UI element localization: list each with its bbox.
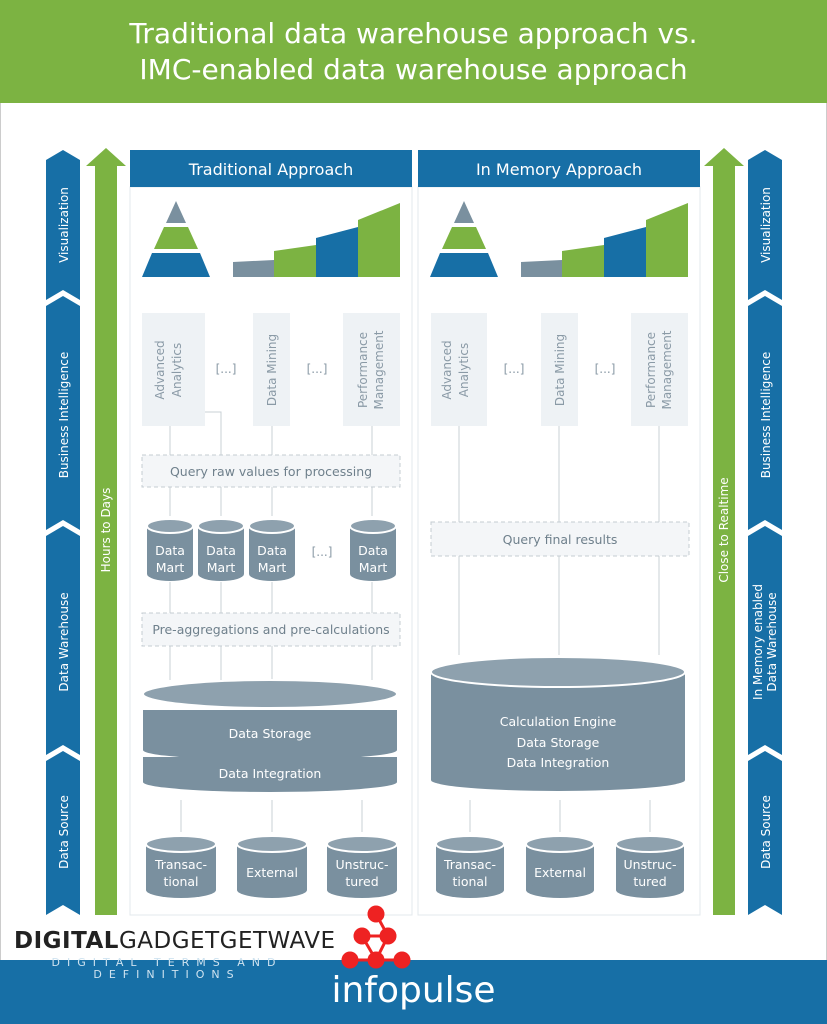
query-raw-values: Query raw values for processing: [170, 464, 372, 479]
svg-text:Transac-: Transac-: [154, 857, 207, 872]
svg-text:tional: tional: [452, 874, 487, 889]
data-storage-label: Data Storage: [517, 735, 600, 750]
watermark-text: DIGITALGADGETGETWAVE: [14, 928, 336, 954]
in-memory-panel: In Memory Approach Advanced Analytics [.…: [417, 150, 701, 916]
layer-data-source: Data Source: [759, 795, 773, 869]
ellipsis: [...]: [312, 545, 333, 559]
ellipsis: [...]: [504, 362, 525, 376]
ellipsis: [...]: [216, 362, 237, 376]
data-warehouse-cylinder: Data Storage Data Integration: [142, 679, 398, 792]
svg-text:Transac-: Transac-: [443, 857, 496, 872]
svg-text:Unstruc-: Unstruc-: [336, 857, 389, 872]
layer-data-source: Data Source: [57, 795, 71, 869]
layer-business-intelligence: Business Intelligence: [57, 352, 71, 479]
title-line-2: IMC-enabled data warehouse approach: [139, 53, 688, 86]
layer-data-warehouse: Data Warehouse: [57, 592, 71, 691]
svg-text:Data: Data: [155, 543, 185, 558]
hours-to-days-label: Hours to Days: [99, 488, 113, 573]
footer-brand: infopulse: [331, 970, 496, 1011]
calculation-engine-label: Calculation Engine: [500, 714, 617, 729]
layer-in-memory-dw-1: In Memory enabled: [751, 584, 765, 700]
traditional-panel: Traditional Approach Advanced Analytics …: [129, 150, 413, 916]
watermark-network-icon: [341, 905, 411, 969]
data-integration-label: Data Integration: [219, 766, 322, 781]
svg-text:Unstruc-: Unstruc-: [624, 857, 677, 872]
app-performance-management-1: Performance: [356, 332, 370, 408]
app-performance-management-2: Management: [372, 330, 386, 409]
app-data-mining: Data Mining: [553, 334, 567, 406]
growth-bars-icon: [233, 203, 400, 277]
layer-business-intelligence: Business Intelligence: [759, 352, 773, 479]
pyramid-icon: [142, 201, 210, 277]
ellipsis: [...]: [595, 362, 616, 376]
svg-text:tured: tured: [345, 874, 378, 889]
svg-text:Data: Data: [358, 543, 388, 558]
in-memory-cylinder: Calculation Engine Data Storage Data Int…: [430, 656, 686, 791]
ellipsis: [...]: [307, 362, 328, 376]
svg-text:External: External: [246, 865, 298, 880]
right-ribbon: Visualization Business Intelligence In M…: [748, 150, 782, 915]
traditional-title: Traditional Approach: [188, 160, 353, 179]
source-external: External: [525, 835, 595, 898]
app-advanced-analytics-2: Analytics: [170, 343, 184, 398]
app-advanced-analytics-1: Advanced: [153, 340, 167, 399]
svg-text:Mart: Mart: [258, 560, 287, 575]
svg-text:Mart: Mart: [156, 560, 185, 575]
app-data-mining: Data Mining: [265, 334, 279, 406]
svg-text:Mart: Mart: [359, 560, 388, 575]
app-advanced-analytics-1: Advanced: [440, 340, 454, 399]
growth-bars-icon: [521, 203, 688, 277]
app-performance-management-2: Management: [660, 330, 674, 409]
right-time-arrow: Close to Realtime: [704, 148, 744, 915]
layer-visualization: Visualization: [759, 187, 773, 263]
svg-text:Data: Data: [206, 543, 236, 558]
page-header: Traditional data warehouse approach vs. …: [0, 0, 827, 103]
footer-band: infopulse: [0, 960, 827, 1024]
left-ribbon: Visualization Business Intelligence Data…: [46, 150, 80, 915]
svg-text:External: External: [534, 865, 586, 880]
query-final-results: Query final results: [503, 532, 618, 547]
pyramid-icon: [430, 201, 498, 277]
svg-text:tured: tured: [633, 874, 666, 889]
close-to-realtime-label: Close to Realtime: [717, 477, 731, 582]
layer-visualization: Visualization: [57, 187, 71, 263]
svg-text:Mart: Mart: [207, 560, 236, 575]
app-performance-management-1: Performance: [644, 332, 658, 408]
source-external: External: [236, 835, 308, 898]
source-unstructured: Unstruc-tured: [615, 835, 685, 898]
title-line-1: Traditional data warehouse approach vs.: [129, 17, 698, 50]
pre-aggregations: Pre-aggregations and pre-calculations: [152, 622, 389, 637]
source-transactional: Transac-tional: [145, 835, 217, 898]
source-unstructured: Unstruc-tured: [326, 835, 398, 898]
left-time-arrow: Hours to Days: [86, 148, 126, 915]
data-storage-label: Data Storage: [229, 726, 312, 741]
svg-text:tional: tional: [163, 874, 198, 889]
in-memory-title: In Memory Approach: [476, 160, 642, 179]
source-transactional: Transac-tional: [435, 835, 505, 898]
svg-text:Data: Data: [257, 543, 287, 558]
app-advanced-analytics-2: Analytics: [457, 343, 471, 398]
data-integration-label: Data Integration: [507, 755, 610, 770]
layer-in-memory-dw-2: Data Warehouse: [765, 592, 779, 691]
